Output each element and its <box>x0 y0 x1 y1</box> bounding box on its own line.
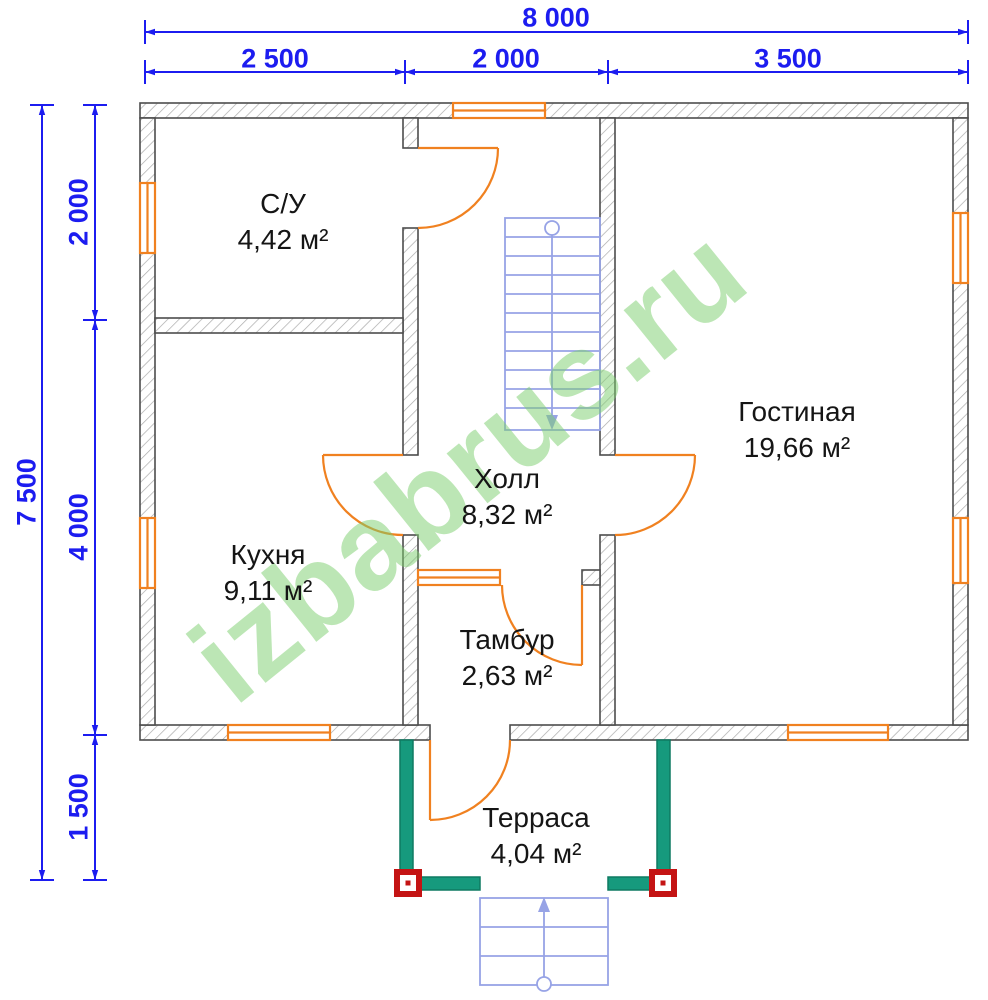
window-living-right-lower <box>951 516 970 585</box>
terrace-wall-right <box>656 739 671 891</box>
dim-label-top-total: 8 000 <box>522 2 590 33</box>
door-living-room <box>614 453 697 537</box>
room-name: Гостиная <box>738 396 856 428</box>
stairs-direction-arrow <box>546 415 558 430</box>
room-label-bathroom: С/У 4,42 м² <box>238 186 329 258</box>
door-bathroom <box>417 146 500 230</box>
wall-segment <box>544 102 969 119</box>
room-label-terrace: Терраса 4,04 м² <box>482 800 589 872</box>
terrace-post-left-core <box>405 880 411 886</box>
window-kitchen-left <box>138 516 157 590</box>
wall-segment <box>952 282 969 519</box>
entry-steps <box>479 897 609 992</box>
wall-segment <box>139 252 156 519</box>
wall-segment <box>952 117 969 214</box>
wall-segment <box>402 117 419 149</box>
stairs <box>504 217 601 431</box>
dimension-lines <box>30 20 969 881</box>
terrace-wall-bottom-left <box>412 876 481 891</box>
room-area: 4,42 м² <box>237 224 329 255</box>
wall-segment <box>139 102 454 119</box>
room-area: 9,11 м² <box>223 575 313 606</box>
dim-label-top-seg1: 2 500 <box>241 43 309 74</box>
room-name: Кухня <box>230 539 306 571</box>
entry-direction-arrow <box>538 897 550 912</box>
stairs-start-marker <box>544 220 560 236</box>
room-label-vestibule: Тамбур 2,63 м² <box>459 622 554 694</box>
wall-segment <box>599 117 616 456</box>
walls <box>139 102 969 741</box>
dim-label-top-seg2: 2 000 <box>472 43 540 74</box>
dim-label-left-seg3: 1 500 <box>63 773 94 841</box>
terrace-post-right-core <box>660 880 666 886</box>
room-name: Терраса <box>482 802 590 834</box>
doors <box>321 146 697 822</box>
window-bathroom-left <box>138 181 157 255</box>
room-name: С/У <box>260 188 306 220</box>
window-kitchen-bottom <box>226 723 332 742</box>
dim-label-left-total: 7 500 <box>11 458 42 526</box>
wall-segment <box>581 569 601 586</box>
windows <box>138 101 970 742</box>
dim-label-left-seg1: 2 000 <box>63 178 94 246</box>
wall-segment <box>887 724 969 741</box>
room-area: 2,63 м² <box>461 660 553 691</box>
door-kitchen <box>321 453 404 537</box>
room-label-living-room: Гостиная 19,66 м² <box>738 394 856 466</box>
room-name: Холл <box>473 463 540 495</box>
terrace-wall-left <box>399 739 414 891</box>
wall-segment <box>139 724 229 741</box>
entry-start-marker <box>536 976 552 992</box>
terrace-structure <box>394 739 677 897</box>
wall-segment <box>599 534 616 726</box>
wall-segment <box>154 317 404 334</box>
window-living-right-upper <box>951 211 970 285</box>
room-area: 19,66 м² <box>743 432 851 463</box>
window-top <box>451 101 547 120</box>
dim-label-left-seg2: 4 000 <box>63 493 94 561</box>
room-area: 8,32 м² <box>461 499 553 530</box>
dim-label-top-seg3: 3 500 <box>754 43 822 74</box>
window-living-bottom <box>786 723 890 742</box>
wall-segment <box>402 534 419 726</box>
room-label-hall: Холл 8,32 м² <box>462 461 553 533</box>
wall-segment <box>402 227 419 456</box>
room-name: Тамбур <box>459 624 555 656</box>
wall-segment <box>139 117 156 184</box>
room-label-kitchen: Кухня 9,11 м² <box>224 537 313 609</box>
door-vestibule <box>500 584 584 667</box>
stairs-outline <box>504 217 601 431</box>
wall-segment <box>509 724 789 741</box>
door-terrace <box>428 739 512 822</box>
wall-segment <box>329 724 431 741</box>
wall-segment <box>139 587 156 726</box>
room-area: 4,04 м² <box>490 838 582 869</box>
window-vestibule-partition <box>416 568 502 587</box>
wall-segment <box>952 582 969 726</box>
